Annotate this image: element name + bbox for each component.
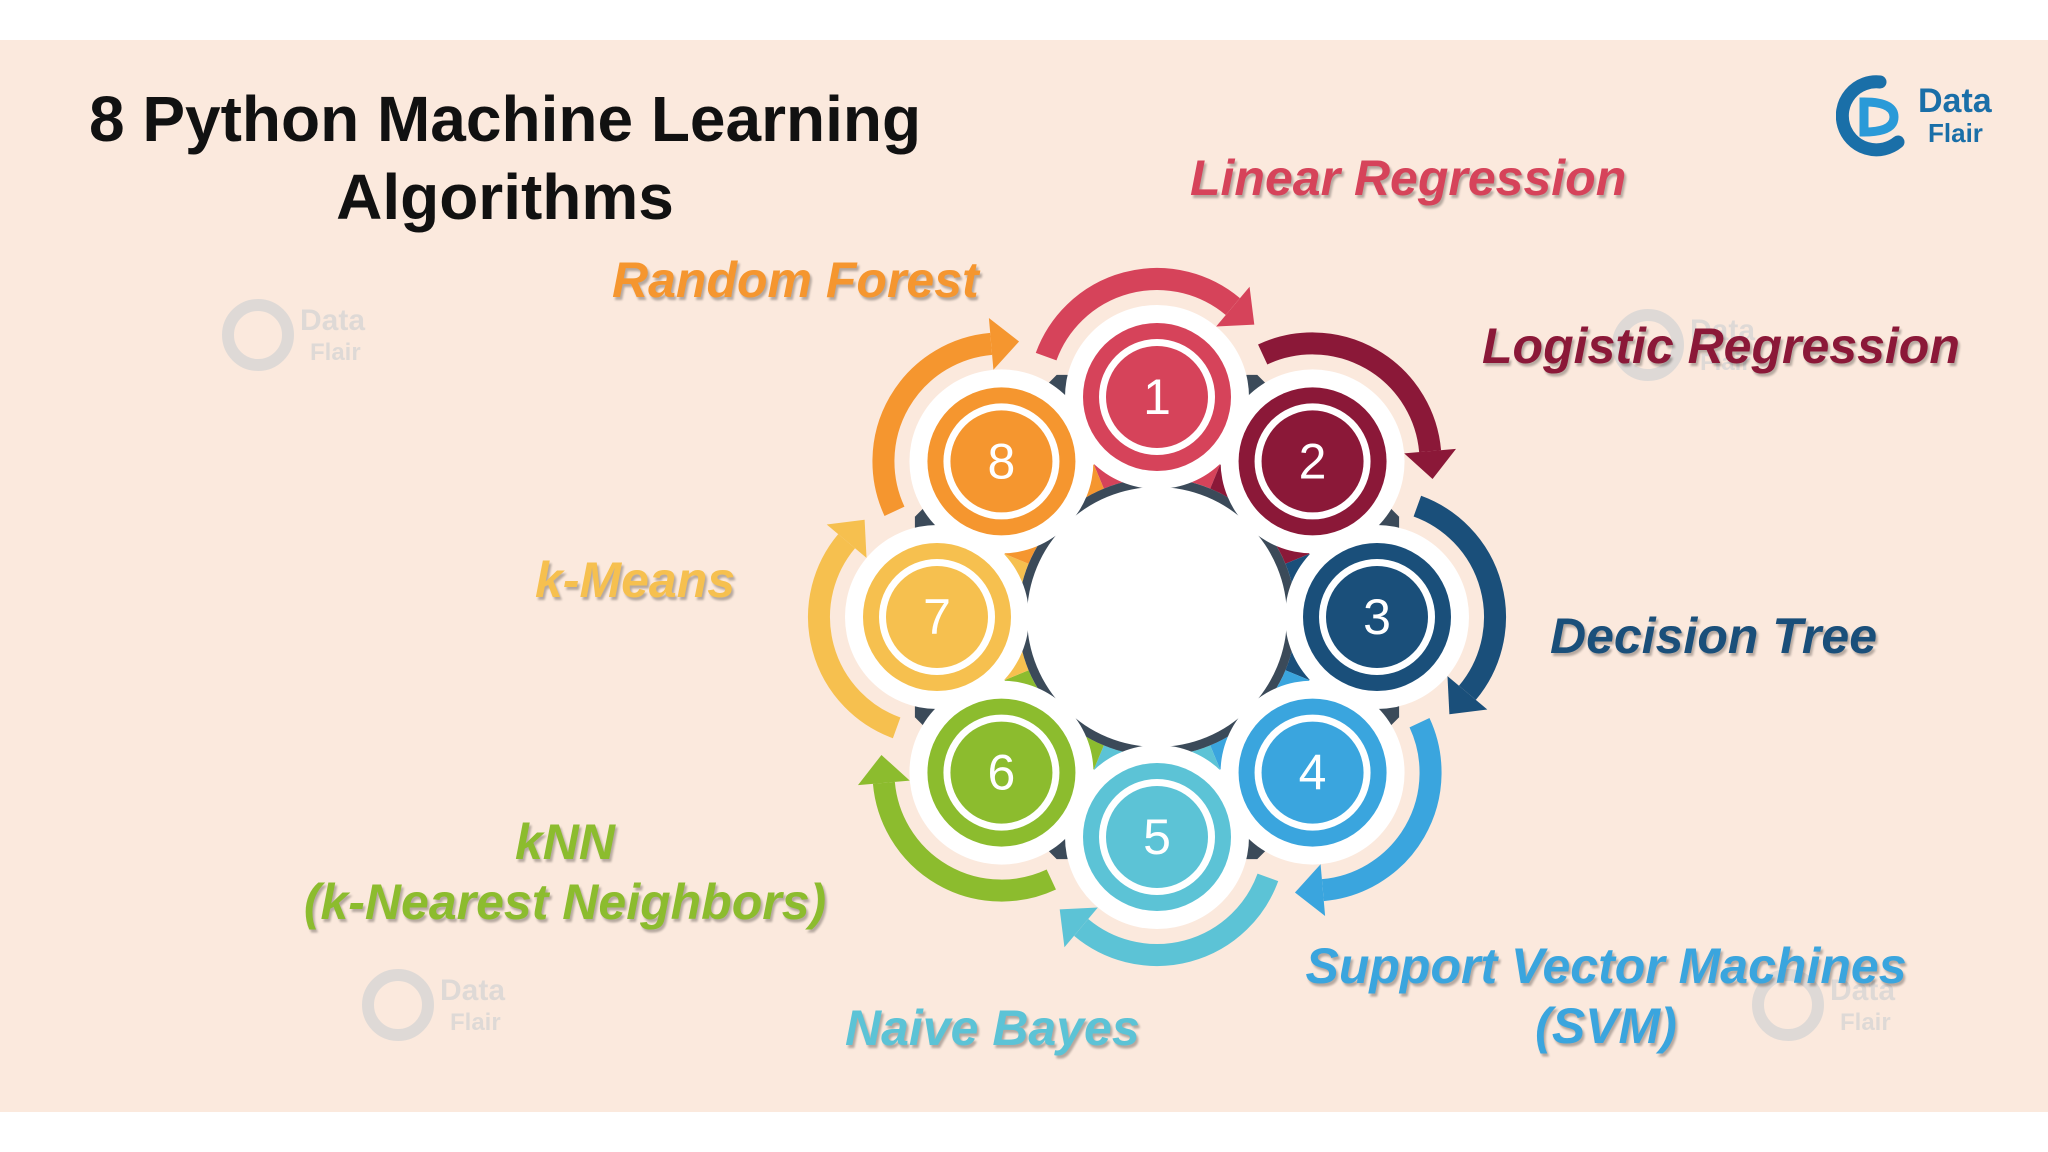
node-number: 8 bbox=[988, 433, 1016, 489]
label-random-forest: Random Forest bbox=[612, 250, 979, 310]
label-logistic-regression: Logistic Regression bbox=[1482, 316, 1960, 376]
node-number: 1 bbox=[1143, 369, 1171, 425]
arrow-head bbox=[1295, 864, 1325, 916]
label-k-means: k-Means bbox=[535, 550, 735, 610]
node-number: 6 bbox=[988, 745, 1016, 801]
label-knn-line-1: kNN bbox=[290, 812, 840, 872]
label-support-vector-machines: Support Vector Machines (SVM) bbox=[1296, 936, 1916, 1056]
label-decision-tree: Decision Tree bbox=[1550, 606, 1877, 666]
node-number: 3 bbox=[1363, 589, 1391, 645]
arrow-head bbox=[858, 755, 910, 785]
arrow-head bbox=[1404, 449, 1456, 479]
label-knn: kNN (k-Nearest Neighbors) bbox=[290, 812, 840, 932]
label-knn-line-2: (k-Nearest Neighbors) bbox=[290, 872, 840, 932]
label-svm-line-2: (SVM) bbox=[1296, 996, 1916, 1056]
arrow-head bbox=[989, 318, 1019, 370]
label-naive-bayes: Naive Bayes bbox=[845, 998, 1140, 1058]
node-number: 4 bbox=[1299, 745, 1327, 801]
node-number: 5 bbox=[1143, 809, 1171, 865]
label-svm-line-1: Support Vector Machines bbox=[1296, 936, 1916, 996]
node-number: 2 bbox=[1299, 433, 1327, 489]
node-number: 7 bbox=[923, 589, 951, 645]
label-linear-regression: Linear Regression bbox=[1190, 148, 1626, 208]
